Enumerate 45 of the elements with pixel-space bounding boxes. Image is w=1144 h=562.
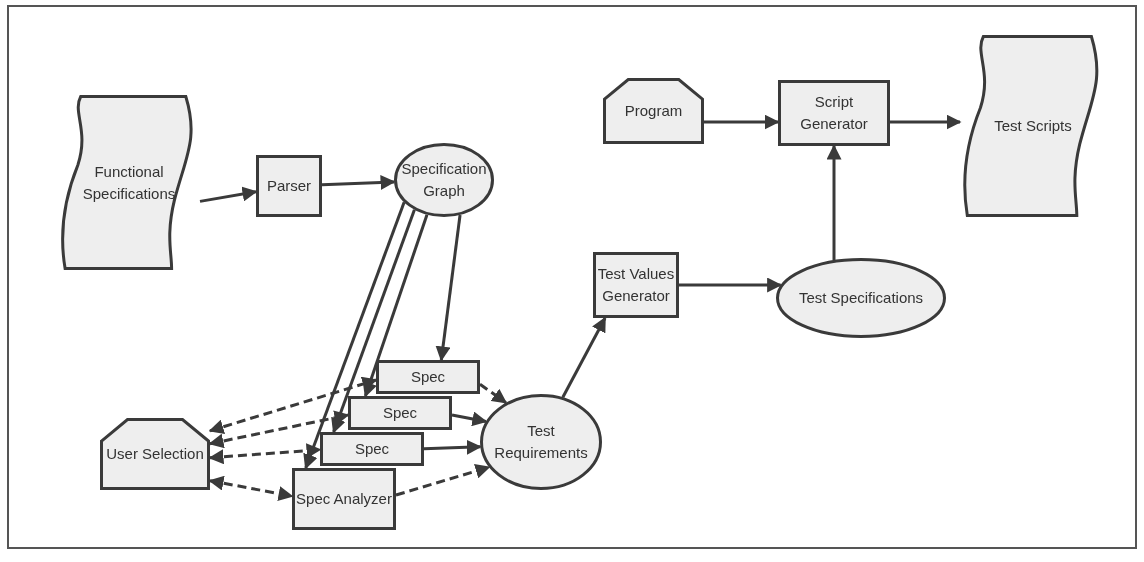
arrow bbox=[561, 316, 607, 398]
node-label: Program bbox=[623, 101, 684, 122]
input-shape bbox=[100, 418, 210, 490]
node-label: Specification Graph bbox=[400, 159, 488, 201]
arrow bbox=[321, 174, 396, 190]
dashed-arrow bbox=[208, 376, 378, 435]
node-label: Test Scripts bbox=[993, 116, 1073, 137]
arrow bbox=[423, 439, 482, 455]
arrow bbox=[331, 209, 416, 434]
arrow bbox=[199, 186, 258, 203]
node-label: Test Specifications bbox=[797, 288, 925, 309]
data-ellipse bbox=[480, 394, 602, 490]
node-label: Spec bbox=[409, 367, 447, 388]
process-box bbox=[376, 360, 480, 394]
data-ellipse bbox=[776, 258, 946, 338]
arrow bbox=[435, 214, 462, 362]
node-label: Test Values Generator bbox=[596, 264, 676, 306]
process-box bbox=[593, 252, 679, 318]
arrow bbox=[826, 144, 842, 261]
process-box bbox=[348, 396, 452, 430]
input-shape bbox=[603, 78, 704, 144]
node-label: Spec bbox=[353, 439, 391, 460]
dashed-arrow bbox=[208, 443, 322, 465]
process-box bbox=[292, 468, 396, 530]
arrow bbox=[362, 214, 429, 398]
arrow bbox=[303, 201, 406, 470]
dashed-arrow bbox=[208, 410, 350, 449]
arrow bbox=[679, 277, 783, 293]
process-box bbox=[778, 80, 890, 146]
dashed-arrow bbox=[395, 463, 491, 497]
data-ellipse bbox=[394, 143, 494, 217]
process-box bbox=[256, 155, 322, 217]
node-label: Functional Specifications bbox=[81, 161, 177, 204]
dashed-arrow bbox=[208, 475, 294, 501]
arrow bbox=[704, 114, 780, 130]
node-label: Parser bbox=[265, 176, 313, 197]
node-label: Spec bbox=[381, 403, 419, 424]
node-label: Test Requirements bbox=[493, 421, 589, 463]
node-label: Script Generator bbox=[799, 92, 869, 134]
dashed-arrow bbox=[479, 382, 508, 404]
process-box bbox=[320, 432, 424, 466]
arrow bbox=[890, 114, 962, 130]
arrow bbox=[451, 411, 488, 427]
node-label: User Selection bbox=[105, 444, 205, 465]
node-label: Spec Analyzer bbox=[295, 489, 393, 510]
